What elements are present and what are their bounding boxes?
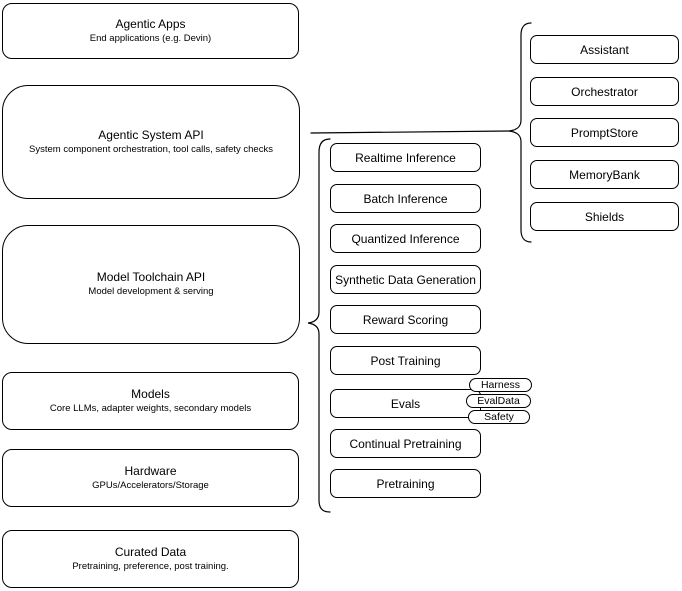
- node-realtime-inference: Realtime Inference: [330, 143, 481, 172]
- node-pretraining: Pretraining: [330, 469, 481, 498]
- node-title: Curated Data: [114, 544, 187, 559]
- node-subtitle: End applications (e.g. Devin): [89, 32, 212, 44]
- node-agentic-system-api: Agentic System API System component orch…: [2, 85, 300, 199]
- node-model-toolchain-api: Model Toolchain API Model development & …: [2, 225, 300, 344]
- node-reward-scoring: Reward Scoring: [330, 305, 481, 334]
- node-models: Models Core LLMs, adapter weights, secon…: [2, 372, 299, 430]
- node-title: Models: [131, 386, 170, 401]
- pill-safety: Safety: [468, 410, 530, 424]
- node-synthetic-data-generation: Synthetic Data Generation: [330, 265, 481, 294]
- node-title: Agentic System API: [98, 127, 204, 142]
- node-post-training: Post Training: [330, 346, 481, 375]
- pill-harness: Harness: [469, 378, 532, 392]
- node-agentic-apps: Agentic Apps End applications (e.g. Devi…: [2, 3, 299, 59]
- node-shields: Shields: [530, 202, 679, 231]
- node-evals: Evals: [330, 389, 481, 418]
- node-hardware: Hardware GPUs/Accelerators/Storage: [2, 449, 299, 507]
- node-subtitle: Pretraining, preference, post training.: [72, 560, 229, 572]
- node-subtitle: Model development & serving: [88, 286, 214, 297]
- node-curated-data: Curated Data Pretraining, preference, po…: [2, 530, 299, 588]
- node-title: Model Toolchain API: [96, 270, 206, 284]
- node-subtitle: GPUs/Accelerators/Storage: [92, 479, 209, 491]
- node-quantized-inference: Quantized Inference: [330, 224, 481, 253]
- node-assistant: Assistant: [530, 35, 679, 64]
- node-orchestrator: Orchestrator: [530, 77, 679, 106]
- node-subtitle: System component orchestration, tool cal…: [29, 143, 273, 155]
- node-batch-inference: Batch Inference: [330, 184, 481, 213]
- pill-evaldata: EvalData: [466, 394, 531, 408]
- system-components-bracket: [508, 22, 532, 243]
- system-api-to-components-connector: [310, 130, 510, 134]
- node-continual-pretraining: Continual Pretraining: [330, 429, 481, 458]
- node-memorybank: MemoryBank: [530, 160, 679, 189]
- node-promptstore: PromptStore: [530, 118, 679, 147]
- node-title: Agentic Apps: [115, 16, 186, 31]
- node-subtitle: Core LLMs, adapter weights, secondary mo…: [49, 402, 252, 414]
- node-title: Hardware: [124, 463, 177, 478]
- toolchain-group-bracket: [307, 138, 331, 513]
